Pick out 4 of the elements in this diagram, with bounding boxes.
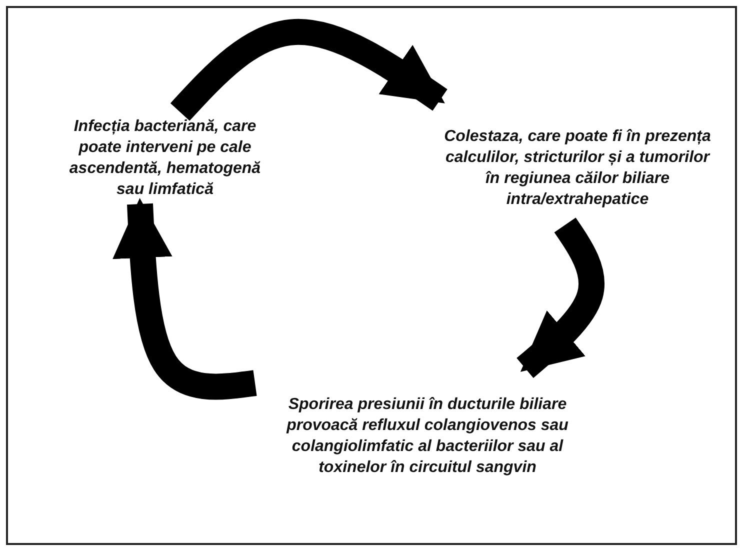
- node-text: Infecția bacteriană, care poate interveni pe cale ascendentă, hematogenă sau limfatică: [68, 117, 262, 200]
- node-text: Colestaza, care poate fi în prezența calculilor, stricturilor și a tumorilor în regiunea căilor biliare intra/extrahepatice: [443, 126, 712, 210]
- curved-arrow: [170, 19, 448, 121]
- node-text: Sporirea presiunii în ducturile biliare provoacă refluxul colangiovenos sau colangiolimfatic al bacteriilor sau al toxinelor în circuitul sangvin: [285, 394, 570, 478]
